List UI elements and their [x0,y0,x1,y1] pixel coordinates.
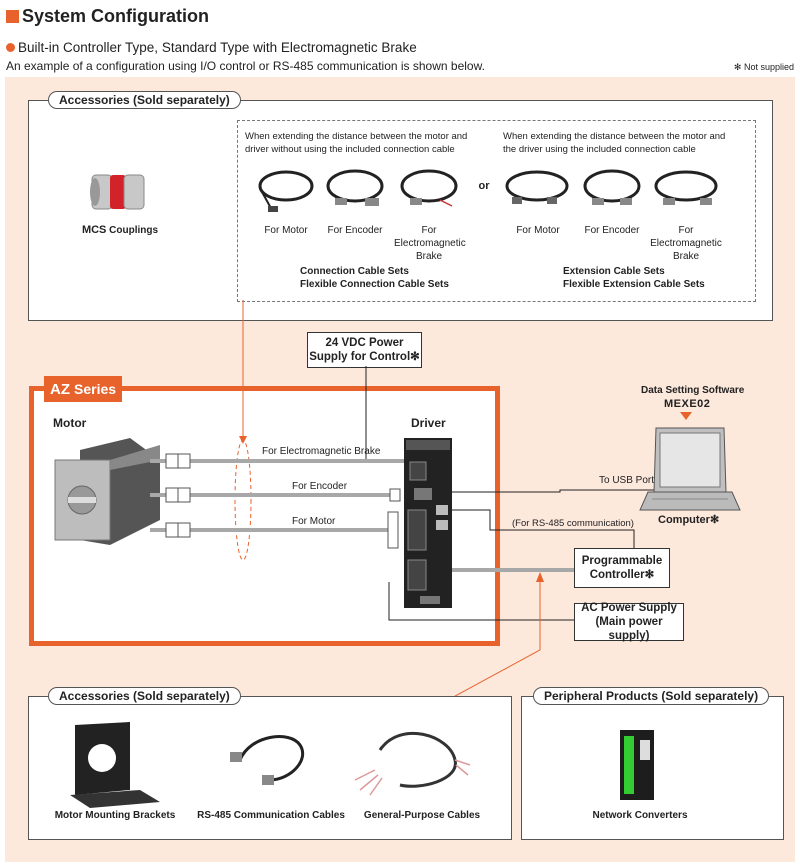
left-group-heading: When extending the distance between the … [245,131,468,155]
description: An example of a configuration using I/O … [6,59,485,73]
rs485-label: (For RS-485 communication) [512,518,634,529]
couplings-label: MCS Couplings [81,224,159,236]
right-brake-label: For Electromagnetic Brake [650,225,722,262]
ac-power-box: AC Power Supply(Main power supply) [574,602,684,642]
encoder-cable-label: For Encoder [292,481,348,492]
brake-cable-label: For Electromagnetic Brake [262,446,381,457]
right-motor-label: For Motor [516,225,560,236]
bracket-label: Motor Mounting Brackets [54,810,176,821]
network-converter-label: Network Converters [592,810,688,821]
left-brake-label: For Electromagnetic Brake [394,225,466,262]
top-accessories-panel [28,100,773,321]
software-name: MEXE02 [664,398,711,410]
top-accessories-tag: Accessories (Sold separately) [48,91,241,109]
cable-sets-area [237,120,756,302]
computer-label: Computer✻ [658,514,720,526]
right-encoder-label: For Encoder [584,225,640,236]
motor-cable-label: For Motor [292,516,336,527]
usb-label: To USB Port [599,475,655,486]
plc-box: Programmable Controller✻ [574,548,670,588]
rs485-cable-label: RS-485 Communication Cables [197,810,345,821]
peripheral-tag: Peripheral Products (Sold separately) [533,687,770,705]
software-label: Data Setting Software [641,385,745,396]
page-subtitle: Built-in Controller Type, Standard Type … [6,40,417,55]
or-label: or [478,180,490,192]
left-encoder-label: For Encoder [327,225,383,236]
bullet-icon [6,43,15,52]
general-cable-label: General-Purpose Cables [363,810,481,821]
motor-label: Motor [53,416,87,430]
right-group-heading: When extending the distance between the … [503,131,726,155]
left-motor-label: For Motor [264,225,308,236]
bottom-accessories-tag: Accessories (Sold separately) [48,687,241,705]
driver-label: Driver [411,416,446,430]
title-square-icon [6,10,19,23]
power-control-box: 24 VDC Power Supply for Control✻ [307,332,422,368]
page-title: System Configuration [6,6,209,27]
not-supplied-note: ✻ Not supplied [733,62,794,72]
